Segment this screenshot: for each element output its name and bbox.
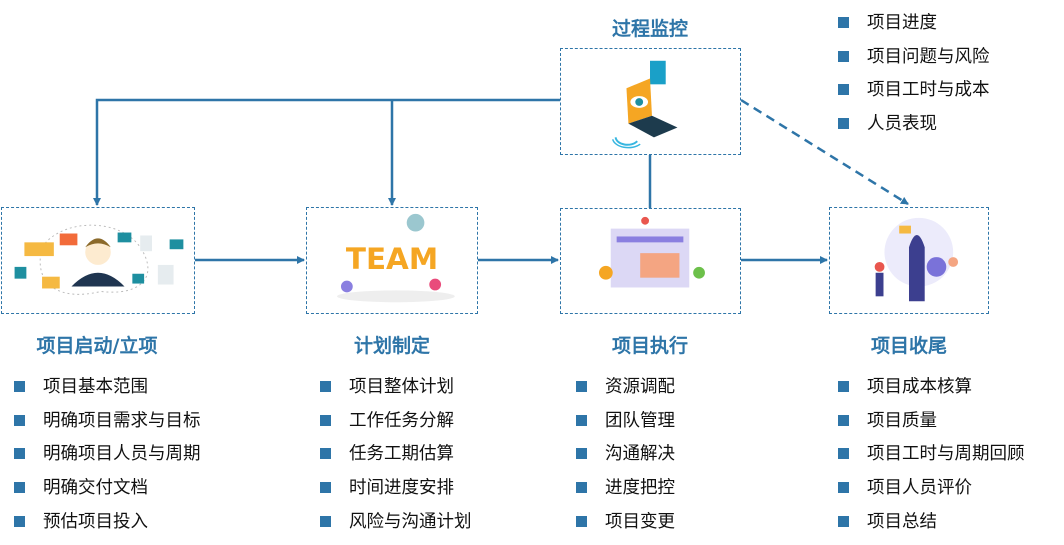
bullet-icon <box>14 448 25 460</box>
bullet-icon <box>14 381 25 392</box>
bullet-icon <box>576 381 587 392</box>
bullet-icon <box>838 482 849 494</box>
phase-title-closing: 项目收尾 <box>870 335 948 357</box>
bullet-icon <box>838 448 849 460</box>
bullet-icon <box>320 482 331 494</box>
dashed-arrow-monitor-to-close <box>740 98 909 206</box>
bullet-icon <box>576 414 587 426</box>
rocket-illustration <box>874 217 959 302</box>
laptop-eye-illustration <box>612 60 678 149</box>
bullet-icon <box>576 448 587 460</box>
phase-box-planning: TEAM <box>306 207 478 314</box>
bullet-icon <box>14 515 25 527</box>
bullet-icon <box>320 381 331 392</box>
bullet-icon <box>576 482 587 494</box>
phase-box-initiation <box>1 207 195 314</box>
monitor-box <box>560 48 741 155</box>
phase-title-planning: 计划制定 <box>353 335 431 357</box>
bullet-icon <box>320 414 331 426</box>
bullet-icon <box>838 17 849 28</box>
team-word: TEAM <box>346 242 438 276</box>
bullet-icon <box>14 482 25 494</box>
bullet-icon <box>838 50 849 62</box>
bullet-icon <box>320 448 331 460</box>
phase-title-initiation: 项目启动/立项 <box>36 335 158 357</box>
team-illustration: TEAM <box>337 213 455 303</box>
phase-title-execution: 项目执行 <box>611 335 689 357</box>
phase-box-closing <box>829 207 989 314</box>
bullet-icon <box>576 515 587 527</box>
bullet-icon <box>838 118 849 130</box>
bullet-icon <box>838 84 849 96</box>
feedback-line <box>93 98 560 206</box>
execution-illustration <box>598 216 705 288</box>
monitor-title: 过程监控 <box>611 18 689 40</box>
bullet-icon <box>14 414 25 426</box>
bullet-icon <box>838 381 849 392</box>
bullet-icon <box>838 515 849 527</box>
manager-network-illustration <box>14 224 184 295</box>
bullet-icon <box>838 414 849 426</box>
phase-box-execution <box>560 208 741 314</box>
bullet-icon <box>320 515 331 527</box>
